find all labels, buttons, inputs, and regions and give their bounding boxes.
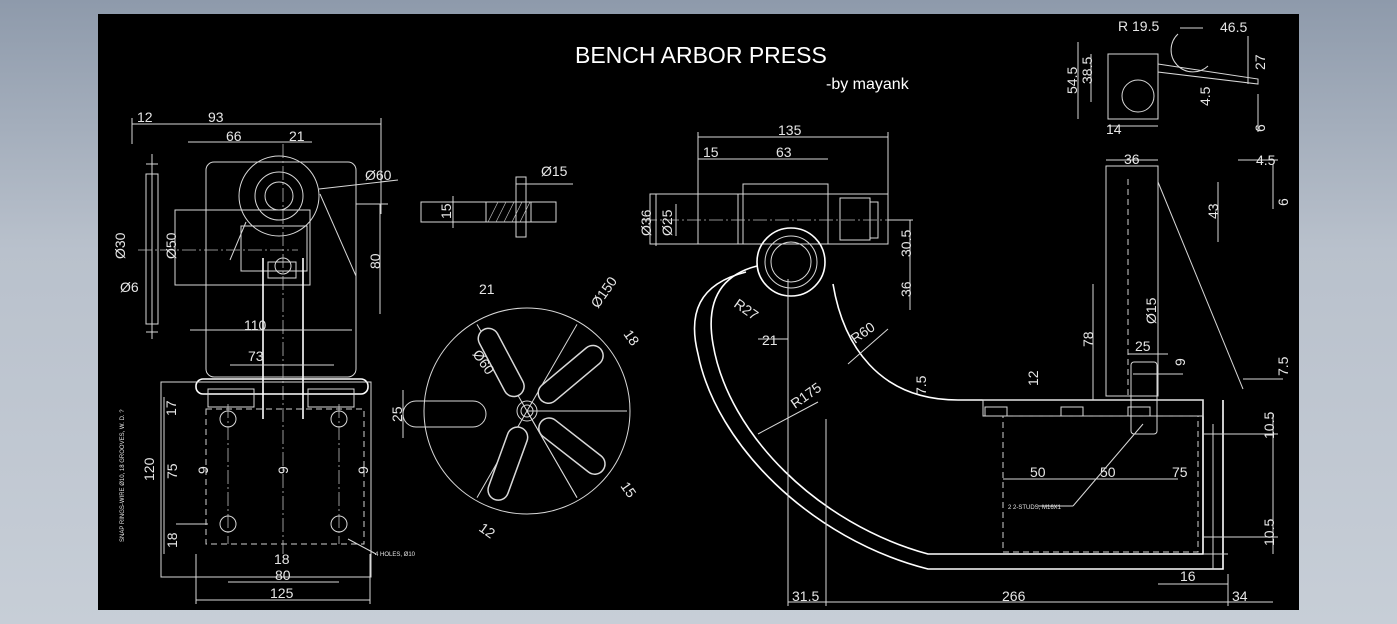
dim-label: 4.5 bbox=[1197, 86, 1213, 106]
dim-label: 36 bbox=[898, 281, 914, 297]
dim-label: 54.5 bbox=[1064, 67, 1080, 94]
dim-label: Ø150 bbox=[587, 273, 620, 310]
column-view: 36 4.5 6 43 Ø15 78 25 9 7.5 bbox=[1080, 151, 1291, 435]
dim-label: 38.5 bbox=[1079, 57, 1095, 84]
dim-label: 75 bbox=[164, 463, 180, 479]
dim-label: Ø15 bbox=[541, 163, 568, 179]
drawing-title: BENCH ARBOR PRESS bbox=[575, 42, 827, 68]
drawing-author: -by mayank bbox=[826, 76, 910, 93]
dim-label: 30.5 bbox=[898, 230, 914, 257]
dim-label: 18 bbox=[164, 532, 180, 548]
dim-label: 80 bbox=[275, 567, 291, 583]
dim-label: R 19.5 bbox=[1118, 18, 1159, 34]
dim-label: Ø50 bbox=[163, 232, 179, 259]
dim-label: 18 bbox=[621, 327, 643, 349]
cad-viewport[interactable]: BENCH ARBOR PRESS -by mayank bbox=[98, 14, 1299, 610]
dim-label: 46.5 bbox=[1220, 19, 1247, 35]
dim-label: 10.5 bbox=[1261, 519, 1277, 546]
dim-label: Ø30 bbox=[112, 232, 128, 259]
dim-label: 75 bbox=[1172, 464, 1188, 480]
dim-label: 27 bbox=[1252, 54, 1268, 70]
dim-label: 36 bbox=[1124, 151, 1140, 167]
dim-label: 93 bbox=[208, 109, 224, 125]
dim-label: 6 bbox=[1252, 124, 1268, 132]
dim-label: 50 bbox=[1030, 464, 1046, 480]
dim-label: 4.5 bbox=[1256, 152, 1276, 168]
dim-label: 12 bbox=[137, 109, 153, 125]
dim-label: 25 bbox=[1135, 338, 1151, 354]
studs-note: 2 2-STUDS, M16X1 bbox=[1008, 505, 1062, 511]
drawing-canvas: BENCH ARBOR PRESS -by mayank bbox=[112, 18, 1291, 606]
handle-slot bbox=[539, 418, 605, 474]
dim-label: Ø6 bbox=[120, 279, 139, 295]
front-view: 12 93 66 21 Ø60 Ø30 Ø50 Ø6 80 110 73 17 … bbox=[112, 109, 416, 604]
dim-label: 9 bbox=[275, 466, 291, 474]
spoke bbox=[526, 410, 578, 498]
dim-label: 31.5 bbox=[792, 588, 819, 604]
dim-label: 73 bbox=[248, 348, 264, 364]
dim-label: R27 bbox=[731, 295, 761, 323]
dim-label: 125 bbox=[270, 585, 294, 601]
dim-label: 34 bbox=[1232, 588, 1248, 604]
dim-label: 15 bbox=[618, 479, 640, 501]
dim-label: 16 bbox=[1180, 568, 1196, 584]
dim-label: 80 bbox=[367, 253, 383, 269]
dim-label: 12 bbox=[476, 519, 498, 541]
dim-label: Ø15 bbox=[1143, 297, 1159, 324]
dim-label: 6 bbox=[1275, 198, 1291, 206]
pin-detail: Ø15 15 bbox=[420, 163, 573, 238]
handle-slot bbox=[538, 346, 603, 403]
spoke bbox=[526, 324, 578, 412]
dim-label: 7.5 bbox=[1275, 356, 1291, 376]
dim-label: 43 bbox=[1205, 203, 1221, 219]
dim-label: R175 bbox=[788, 379, 825, 411]
dim-label: 14 bbox=[1106, 121, 1122, 137]
dim-label: 10.5 bbox=[1261, 412, 1277, 439]
dim-label: Ø60 bbox=[365, 167, 392, 183]
dim-label: 66 bbox=[226, 128, 242, 144]
dim-label: Ø36 bbox=[638, 209, 654, 236]
dim-label: 135 bbox=[778, 122, 802, 138]
dim-label: 17 bbox=[163, 400, 179, 416]
dim-label: 21 bbox=[762, 332, 778, 348]
dim-label: 9 bbox=[1172, 358, 1188, 366]
holes-note: 4 HOLES, Ø10 bbox=[375, 552, 416, 558]
dim-label: Ø25 bbox=[659, 209, 675, 236]
dim-label: 18 bbox=[274, 551, 290, 567]
snap-ring-note: SNAP RINGS-WIRE Ø10, 18 GROOVES, W. D. ? bbox=[120, 409, 126, 542]
rack-detail-view: R 19.5 46.5 54.5 38.5 4.5 27 14 6 bbox=[1064, 18, 1268, 137]
dim-label: 9 bbox=[195, 466, 211, 474]
dim-label: 15 bbox=[438, 203, 454, 219]
handwheel-view: 21 Ø150 Ø60 18 25 15 12 bbox=[389, 273, 643, 541]
body-view: R27 21 R60 R175 7.5 12 50 50 75 31.5 266… bbox=[693, 227, 1278, 606]
dim-label: 78 bbox=[1080, 331, 1096, 347]
dim-label: 120 bbox=[141, 457, 157, 481]
dim-label: 9 bbox=[355, 466, 371, 474]
dim-label: 25 bbox=[389, 406, 405, 422]
dim-label: 63 bbox=[776, 144, 792, 160]
dim-label: 50 bbox=[1100, 464, 1116, 480]
handle-slot bbox=[488, 427, 527, 500]
pinion-view: 135 15 63 Ø36 Ø25 30.5 36 bbox=[638, 122, 914, 310]
dim-label: 266 bbox=[1002, 588, 1026, 604]
dim-label: 21 bbox=[289, 128, 305, 144]
dim-label: 21 bbox=[479, 281, 495, 297]
dim-label: 110 bbox=[244, 317, 267, 333]
dim-label: 7.5 bbox=[913, 375, 929, 395]
dim-label: 12 bbox=[1025, 370, 1041, 386]
dim-label: 15 bbox=[703, 144, 719, 160]
handle-slot bbox=[479, 329, 524, 396]
